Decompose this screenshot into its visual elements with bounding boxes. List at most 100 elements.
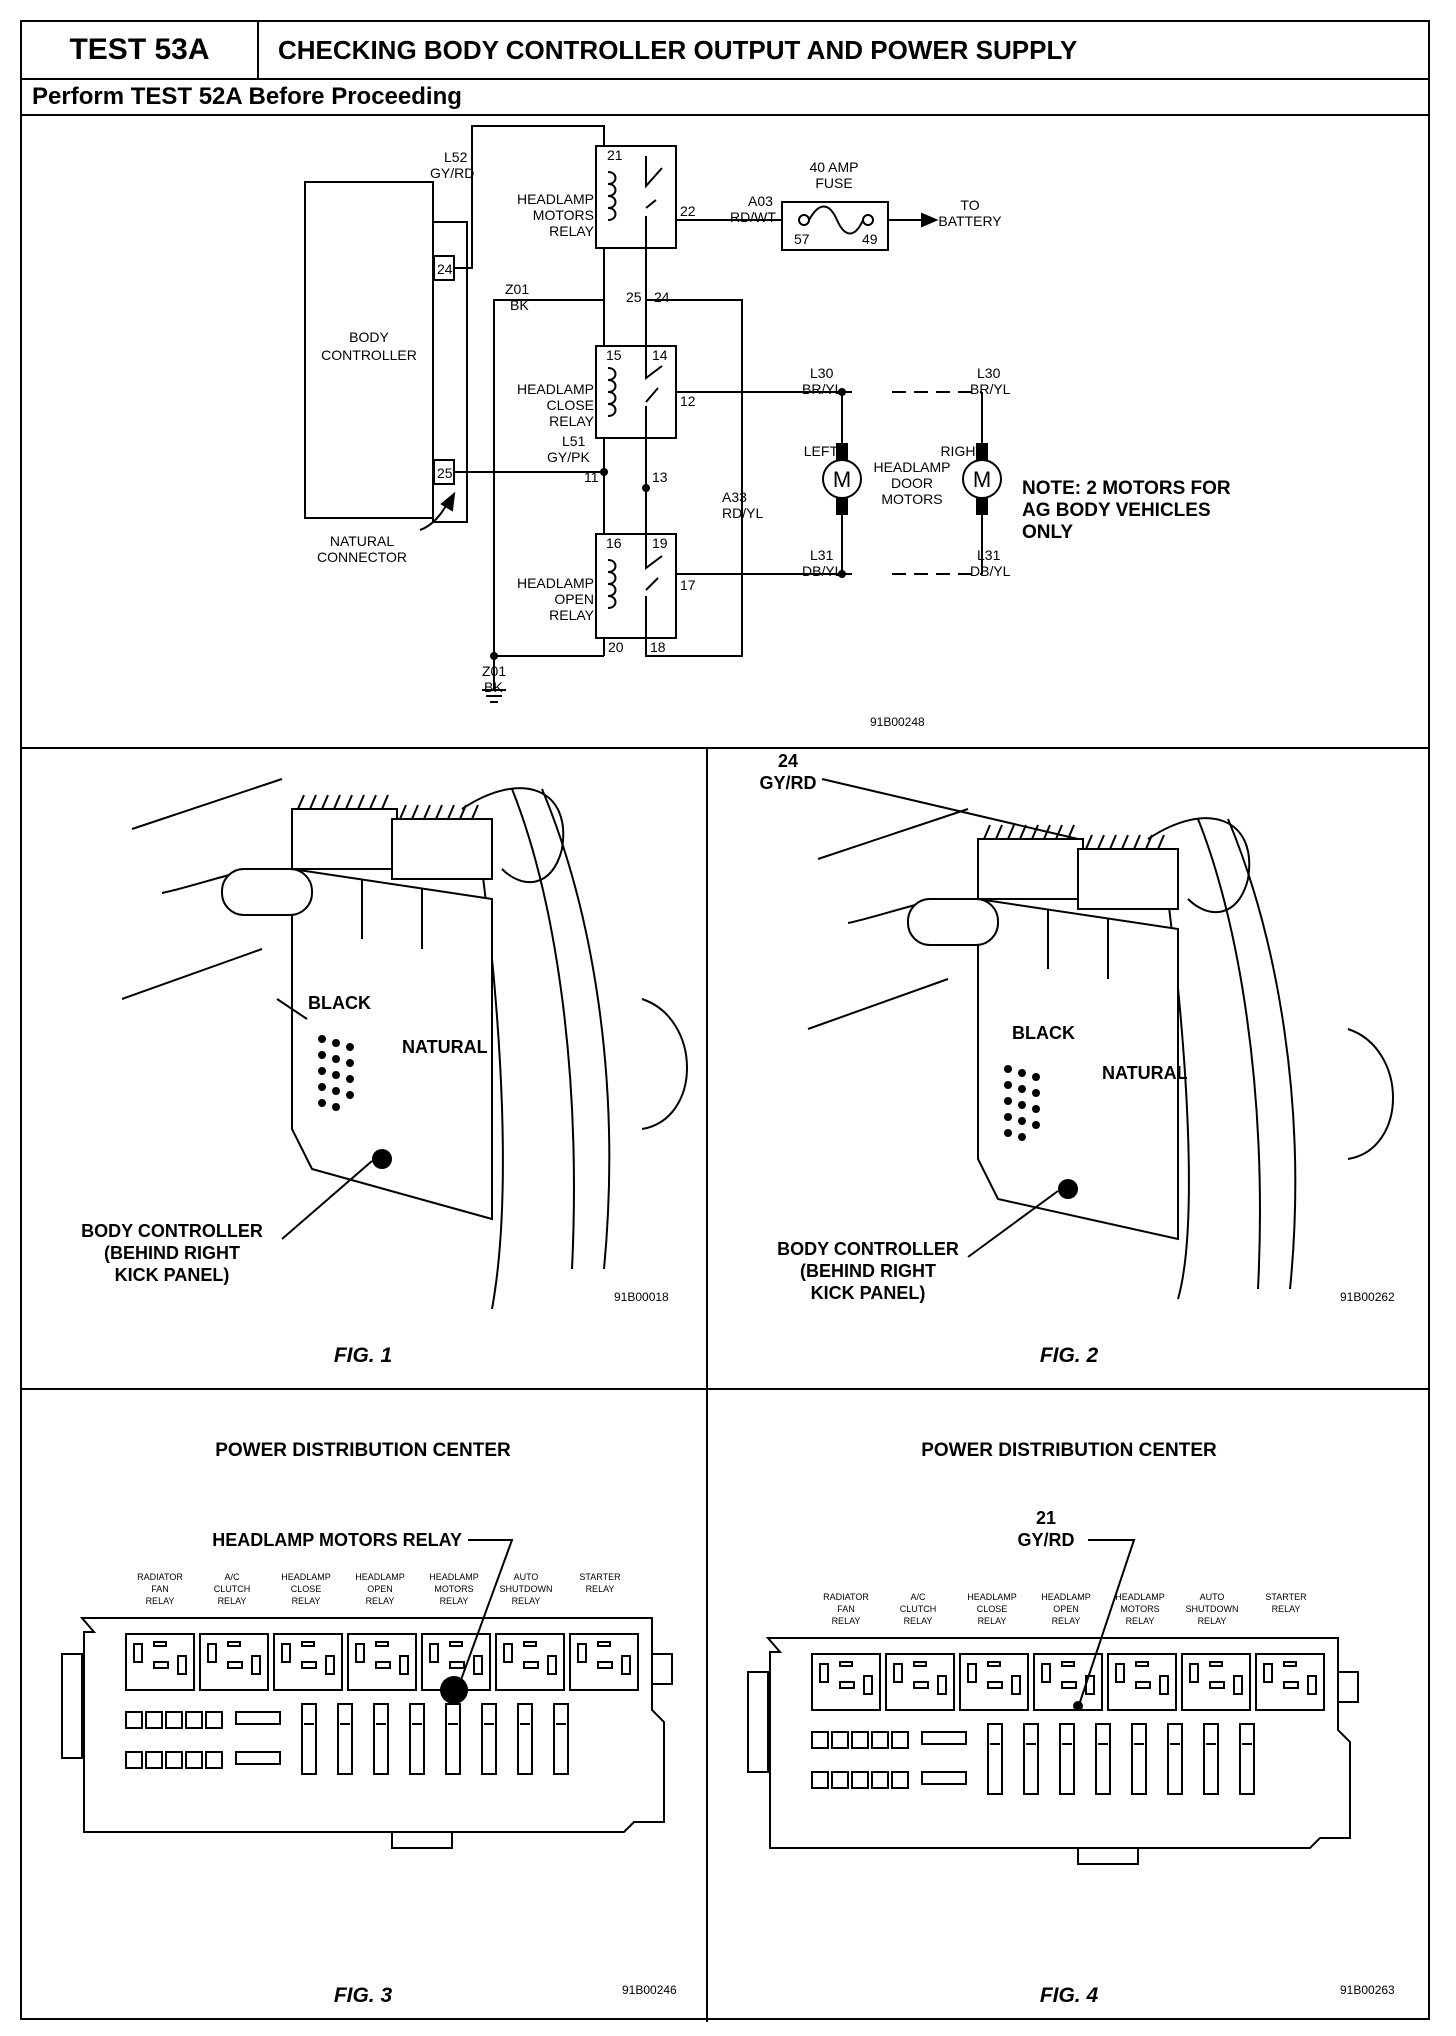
relay-open-label-3: RELAY bbox=[549, 607, 595, 623]
relay-socket bbox=[1107, 1653, 1177, 1711]
fig3-relay-sockets bbox=[125, 1633, 639, 1775]
cartridge-fuse bbox=[301, 1703, 317, 1775]
fig2-callout-3: KICK PANEL) bbox=[811, 1283, 926, 1303]
svg-text:MOTORS: MOTORS bbox=[1120, 1604, 1159, 1614]
fig4-callout-1: 21 bbox=[1036, 1508, 1056, 1528]
maxi-fuse bbox=[921, 1771, 967, 1785]
prerequisite-note: Perform TEST 52A Before Proceeding bbox=[22, 80, 1428, 116]
fig4-relay-2a: A/C bbox=[910, 1592, 926, 1602]
test-number: TEST 53A bbox=[22, 22, 259, 78]
divider-figures bbox=[22, 1388, 1428, 1390]
svg-text:RELAY: RELAY bbox=[1126, 1616, 1155, 1626]
fig4-title: POWER DISTRIBUTION CENTER bbox=[921, 1440, 1217, 1461]
relay-open-label: HEADLAMP bbox=[517, 575, 594, 591]
fig1-callout-2: (BEHIND RIGHT bbox=[104, 1243, 240, 1263]
fig4-relay-7a: STARTER bbox=[1265, 1592, 1307, 1602]
mini-fuse bbox=[145, 1711, 163, 1729]
svg-text:OPEN: OPEN bbox=[367, 1584, 393, 1594]
right-motor-label: RIGHT bbox=[940, 443, 984, 459]
wire-z01-bottom-color: BK bbox=[484, 679, 503, 695]
fig1-callout-1: BODY CONTROLLER bbox=[81, 1221, 263, 1241]
natural-connector-label-2: CONNECTOR bbox=[317, 549, 407, 565]
door-motors-label-2: DOOR bbox=[891, 475, 933, 491]
terminal-15: 15 bbox=[606, 347, 622, 363]
relay-close-label-3: RELAY bbox=[549, 413, 595, 429]
svg-text:RELAY: RELAY bbox=[904, 1616, 933, 1626]
cartridge-fuse bbox=[337, 1703, 353, 1775]
fig3-relay-4a: HEADLAMP bbox=[355, 1572, 405, 1582]
svg-text:RELAY: RELAY bbox=[512, 1596, 541, 1606]
fig1-code: 91B00018 bbox=[614, 1290, 669, 1304]
wire-l30-right: L30 bbox=[977, 365, 1001, 381]
divider-columns bbox=[706, 747, 708, 2022]
wire-z01-top: Z01 bbox=[505, 281, 529, 297]
body-controller-label: BODY bbox=[349, 329, 389, 345]
wire-l31-right-color: DB/YL bbox=[970, 563, 1011, 579]
cartridge-fuse bbox=[409, 1703, 425, 1775]
test-title: CHECKING BODY CONTROLLER OUTPUT AND POWE… bbox=[278, 35, 1078, 65]
wire-z01-bottom: Z01 bbox=[482, 663, 506, 679]
fig1-callout-3: KICK PANEL) bbox=[115, 1265, 230, 1285]
relay-close-label-2: CLOSE bbox=[547, 397, 594, 413]
note-line-1: NOTE: 2 MOTORS FOR bbox=[1022, 478, 1231, 499]
fig2-pin-label: 24 bbox=[778, 751, 798, 771]
wire-a33: A33 bbox=[722, 489, 747, 505]
fig3-relay-1a: RADIATOR bbox=[137, 1572, 183, 1582]
schematic-code: 91B00248 bbox=[870, 715, 925, 729]
to-battery-label: TO bbox=[960, 197, 979, 213]
fuse-box bbox=[781, 201, 889, 251]
fig2-callout-2: (BEHIND RIGHT bbox=[800, 1261, 936, 1281]
relay-socket bbox=[885, 1653, 955, 1711]
fig2-code: 91B00262 bbox=[1340, 1290, 1395, 1304]
cartridge-fuse bbox=[1131, 1723, 1147, 1795]
maxi-fuse bbox=[235, 1711, 281, 1725]
fig4-relay-1a: RADIATOR bbox=[823, 1592, 869, 1602]
mini-fuse bbox=[851, 1731, 869, 1749]
cartridge-fuse bbox=[1239, 1723, 1255, 1795]
header-bar: TEST 53A CHECKING BODY CONTROLLER OUTPUT… bbox=[22, 22, 1428, 80]
note-line-3: ONLY bbox=[1022, 522, 1073, 543]
relay-socket bbox=[811, 1653, 881, 1711]
natural-connector-box bbox=[432, 221, 468, 523]
mini-fuse bbox=[831, 1731, 849, 1749]
relay-motors-label: HEADLAMP bbox=[517, 191, 594, 207]
fig1-illustration: BLACK NATURAL BODY CONTROLLER (BEHIND RI… bbox=[81, 778, 688, 1310]
fig4-code: 91B00263 bbox=[1340, 1983, 1395, 1997]
svg-text:RELAY: RELAY bbox=[218, 1596, 247, 1606]
cartridge-fuse bbox=[1095, 1723, 1111, 1795]
fig2-callout-1: BODY CONTROLLER bbox=[777, 1239, 959, 1259]
svg-text:OPEN: OPEN bbox=[1053, 1604, 1079, 1614]
door-motors-label: HEADLAMP bbox=[873, 459, 950, 475]
terminal-20: 20 bbox=[608, 639, 624, 655]
pin-24: 24 bbox=[437, 261, 453, 277]
svg-text:RELAY: RELAY bbox=[978, 1616, 1007, 1626]
wire-a03: A03 bbox=[748, 193, 773, 209]
wire-l31-left-color: DB/YL bbox=[802, 563, 843, 579]
fig3-callout: HEADLAMP MOTORS RELAY bbox=[212, 1530, 462, 1550]
fig1-natural-label: NATURAL bbox=[402, 1037, 488, 1057]
mini-fuse bbox=[871, 1771, 889, 1789]
fuse-label-2: FUSE bbox=[815, 175, 852, 191]
mini-fuse bbox=[145, 1751, 163, 1769]
relay-open-box bbox=[595, 533, 677, 639]
wire-a33-color: RD/YL bbox=[722, 505, 763, 521]
fig2-caption: FIG. 2 bbox=[1039, 1344, 1099, 1367]
fig4-pin-dot bbox=[1073, 1701, 1083, 1711]
svg-text:RELAY: RELAY bbox=[1272, 1604, 1301, 1614]
relay-motors-label-3: RELAY bbox=[549, 223, 595, 239]
fig4-relay-3a: HEADLAMP bbox=[967, 1592, 1017, 1602]
cartridge-fuse bbox=[1203, 1723, 1219, 1795]
svg-text:RELAY: RELAY bbox=[1052, 1616, 1081, 1626]
natural-connector-label: NATURAL bbox=[330, 533, 395, 549]
svg-text:SHUTDOWN: SHUTDOWN bbox=[500, 1584, 553, 1594]
svg-text:RELAY: RELAY bbox=[586, 1584, 615, 1594]
mini-fuse bbox=[205, 1751, 223, 1769]
terminal-14: 14 bbox=[652, 347, 668, 363]
svg-text:RELAY: RELAY bbox=[366, 1596, 395, 1606]
svg-text:CLUTCH: CLUTCH bbox=[900, 1604, 937, 1614]
fig2-natural-label: NATURAL bbox=[1102, 1063, 1188, 1083]
to-battery-label-2: BATTERY bbox=[938, 213, 1002, 229]
fig3-relay-6a: AUTO bbox=[514, 1572, 539, 1582]
door-motors-label-3: MOTORS bbox=[881, 491, 942, 507]
svg-text:CLUTCH: CLUTCH bbox=[214, 1584, 251, 1594]
